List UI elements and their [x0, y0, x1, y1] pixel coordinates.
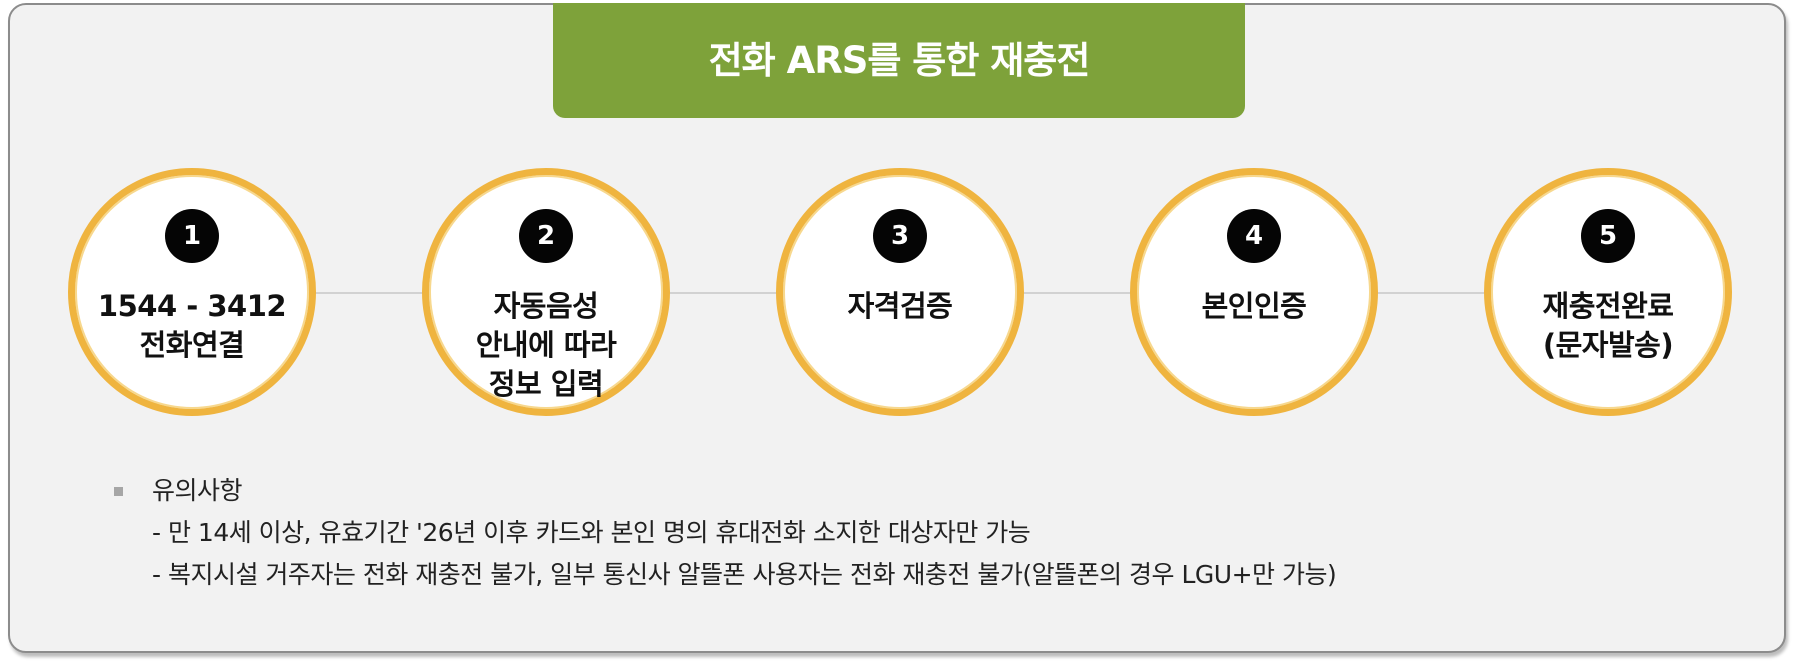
step-label: 1544 - 3412 전화연결: [75, 287, 309, 365]
page-title: 전화 ARS를 통한 재충전: [708, 38, 1091, 82]
step-1: 1 1544 - 3412 전화연결: [68, 168, 316, 416]
notes-item: - 복지시설 거주자는 전화 재충전 불가, 일부 통신사 알뜰폰 사용자는 전…: [152, 560, 1337, 589]
title-banner: 전화 ARS를 통한 재충전: [553, 3, 1245, 118]
step-label-line: (문자발송): [1542, 328, 1674, 362]
step-connector: [664, 292, 778, 294]
step-number-badge: 4: [1227, 209, 1281, 263]
step-label-line: 안내에 따라: [475, 328, 617, 362]
step-label-line: 정보 입력: [488, 367, 604, 401]
step-label-line: 전화연결: [139, 328, 245, 362]
step-label: 자동음성 안내에 따라 정보 입력: [429, 287, 663, 404]
step-3: 3 자격검증: [776, 168, 1024, 416]
notes-heading: 유의사항: [152, 476, 243, 505]
notes-item: - 만 14세 이상, 유효기간 '26년 이후 카드와 본인 명의 휴대전화 …: [152, 518, 1031, 547]
step-2: 2 자동음성 안내에 따라 정보 입력: [422, 168, 670, 416]
step-label-line: 본인인증: [1201, 289, 1307, 323]
step-label-line: 자동음성: [493, 289, 599, 323]
step-5: 5 재충전완료 (문자발송): [1484, 168, 1732, 416]
step-number-badge: 3: [873, 209, 927, 263]
step-number-badge: 1: [165, 209, 219, 263]
step-connector: [1018, 292, 1132, 294]
step-label: 자격검증: [783, 287, 1017, 326]
step-label: 재충전완료 (문자발송): [1491, 287, 1725, 365]
step-label-line: 1544 - 3412: [97, 289, 287, 323]
step-connector: [1372, 292, 1486, 294]
step-connector: [310, 292, 424, 294]
step-number-badge: 2: [519, 209, 573, 263]
step-4: 4 본인인증: [1130, 168, 1378, 416]
step-label-line: 자격검증: [847, 289, 953, 323]
step-label: 본인인증: [1137, 287, 1371, 326]
step-label-line: 재충전완료: [1542, 289, 1674, 323]
square-bullet-icon: [114, 487, 123, 496]
step-number-badge: 5: [1581, 209, 1635, 263]
